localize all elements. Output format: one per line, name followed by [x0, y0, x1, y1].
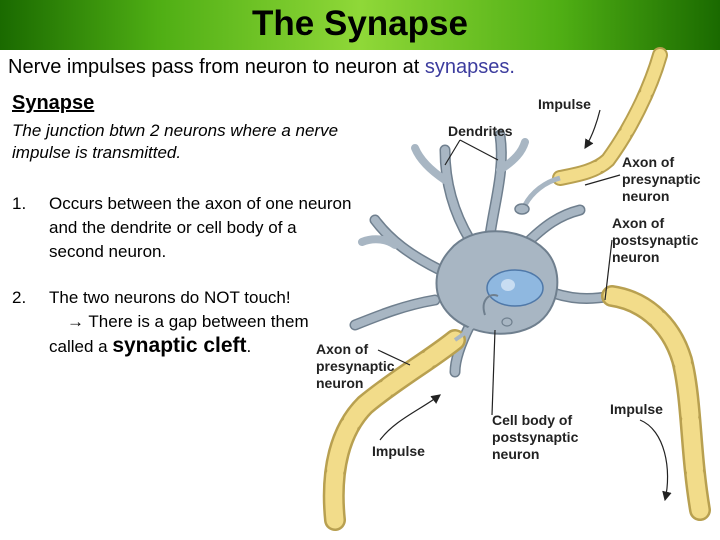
axon-postsynaptic-label-2: postsynaptic [612, 232, 699, 248]
list-text-2-line1: The two neurons do NOT touch! [49, 288, 291, 307]
postsynaptic-cell-body [349, 129, 618, 378]
list-number-1: 1. [12, 194, 27, 213]
title-bar [0, 0, 720, 50]
intro-prefix: Nerve impulses pass from neuron to neuro… [8, 56, 425, 78]
axon-presynaptic-right-label-2: presynaptic [622, 171, 701, 187]
axon-presynaptic-left-label-3: neuron [316, 375, 363, 391]
cell-body-label-1: Cell body of [492, 412, 572, 428]
postsynaptic-axon [601, 285, 711, 521]
list-item-2: 2. The two neurons do NOT touch! → There… [12, 286, 352, 359]
impulse-top-label: Impulse [538, 96, 591, 112]
cell-body-label-2: postsynaptic [492, 429, 579, 445]
definition-text: The junction btwn 2 neurons where a nerv… [12, 121, 339, 162]
nucleus [486, 269, 544, 307]
list-item-1: 1. Occurs between the axon of one neuron… [12, 192, 352, 264]
cell-body-label-3: neuron [492, 446, 539, 462]
axon-postsynaptic-label-3: neuron [612, 249, 659, 265]
list-text-2-line3-suffix: . [246, 337, 252, 356]
intro-text: Nerve impulses pass from neuron to neuro… [8, 56, 515, 79]
list-text-2-line3: called a synaptic cleft. [49, 334, 352, 359]
list-text-2-line2: → There is a gap between them [67, 312, 309, 331]
presynaptic-axon-left [322, 294, 513, 531]
list-text-2-line3-prefix: called a [49, 337, 113, 356]
term-heading: Synapse [12, 92, 95, 114]
intro-highlight: synapses. [424, 56, 515, 78]
list-text-1: Occurs between the axon of one neuron an… [49, 194, 352, 261]
presynaptic-axon-right [514, 47, 668, 215]
axon-presynaptic-right-label-1: Axon of [622, 154, 674, 170]
axon-presynaptic-right-label-3: neuron [622, 188, 669, 204]
dendrites-label: Dendrites [448, 123, 513, 139]
synaptic-cleft-emphasis: synaptic cleft [112, 334, 247, 357]
slide-title: The Synapse [252, 4, 468, 43]
axon-presynaptic-left-label-1: Axon of [316, 341, 368, 357]
impulse-bottom-label: Impulse [372, 443, 425, 459]
impulse-right-label: Impulse [610, 401, 663, 417]
axon-postsynaptic-label-1: Axon of [612, 215, 664, 231]
list-number-2: 2. [12, 288, 27, 307]
axon-presynaptic-left-label-2: presynaptic [316, 358, 395, 374]
